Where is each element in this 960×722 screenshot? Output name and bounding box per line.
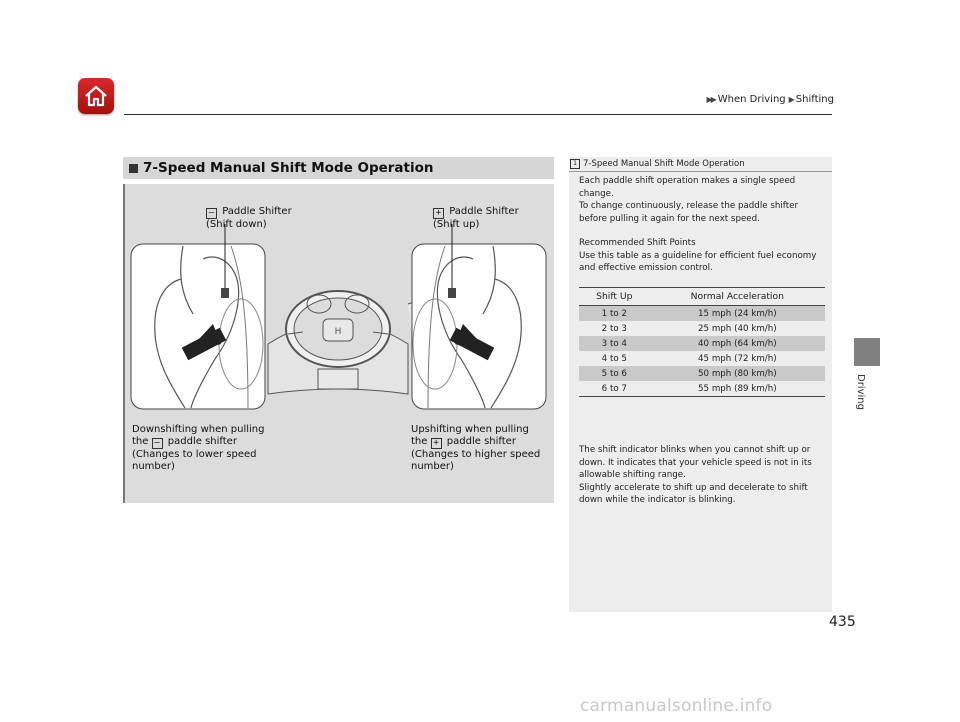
note-panel: 1 7-Speed Manual Shift Mode Operation Ea…	[569, 157, 832, 612]
plus-paddle-label: + Paddle Shifter (Shift up)	[433, 206, 519, 230]
indicator-note: The shift indicator blinks when you cann…	[579, 444, 825, 507]
header-divider	[124, 114, 832, 115]
dashboard-illustration: H	[237, 290, 439, 395]
left-hand-inset	[130, 243, 266, 410]
section-header: 7-Speed Manual Shift Mode Operation	[123, 157, 554, 179]
section-bullet-icon	[129, 163, 138, 173]
minus-paddle-label: – Paddle Shifter (Shift down)	[206, 206, 292, 230]
note-title: 7-Speed Manual Shift Mode Operation	[583, 159, 745, 169]
breadcrumb-arrow-icon: ▶▶	[706, 95, 716, 104]
section-title: 7-Speed Manual Shift Mode Operation	[143, 160, 434, 176]
panel-left-rule	[123, 184, 125, 503]
note-paragraph: To change continuously, release the padd…	[579, 201, 799, 224]
plus-symbol-icon: +	[433, 208, 444, 219]
downshift-caption: Downshifting when pulling the – paddle s…	[132, 424, 265, 472]
page-number: 435	[829, 614, 856, 630]
breadcrumb-arrow-icon: ▶	[788, 95, 795, 104]
breadcrumb-item[interactable]: When Driving	[717, 94, 786, 105]
note-paragraph: Use this table as a guideline for effici…	[579, 250, 817, 274]
minus-symbol-icon: –	[206, 208, 217, 219]
home-button[interactable]	[78, 78, 114, 114]
breadcrumb: ▶▶ When Driving ▶ Shifting	[706, 94, 834, 105]
right-hand-inset	[411, 243, 547, 410]
chapter-tab-label: Driving	[855, 374, 866, 410]
table-header: Shift Up	[579, 287, 650, 306]
note-paragraph: Slightly accelerate to shift up and dece…	[579, 482, 808, 506]
note-body: Each paddle shift operation makes a sing…	[579, 175, 825, 275]
illustration-panel: H	[123, 184, 554, 503]
svg-text:H: H	[335, 327, 342, 337]
paddle-shifter-illustration: H	[130, 224, 547, 410]
note-reference-icon: 1	[570, 159, 580, 169]
upshift-caption: Upshifting when pulling the + paddle shi…	[411, 424, 541, 472]
chapter-tab[interactable]	[854, 338, 880, 366]
watermark[interactable]: carmanualsonline.info	[580, 696, 773, 716]
plus-paddle-marker	[448, 288, 456, 298]
home-icon	[85, 85, 107, 107]
table-header: Normal Acceleration	[649, 287, 825, 306]
minus-symbol-icon: –	[151, 438, 163, 449]
minus-paddle-marker	[221, 288, 229, 298]
note-header: 1 7-Speed Manual Shift Mode Operation	[569, 157, 832, 172]
breadcrumb-item[interactable]: Shifting	[795, 94, 834, 105]
note-paragraph: The shift indicator blinks when you cann…	[579, 445, 812, 480]
plus-symbol-icon: +	[430, 438, 442, 449]
note-paragraph: Recommended Shift Points	[579, 238, 696, 248]
note-paragraph: Each paddle shift operation makes a sing…	[579, 176, 796, 199]
